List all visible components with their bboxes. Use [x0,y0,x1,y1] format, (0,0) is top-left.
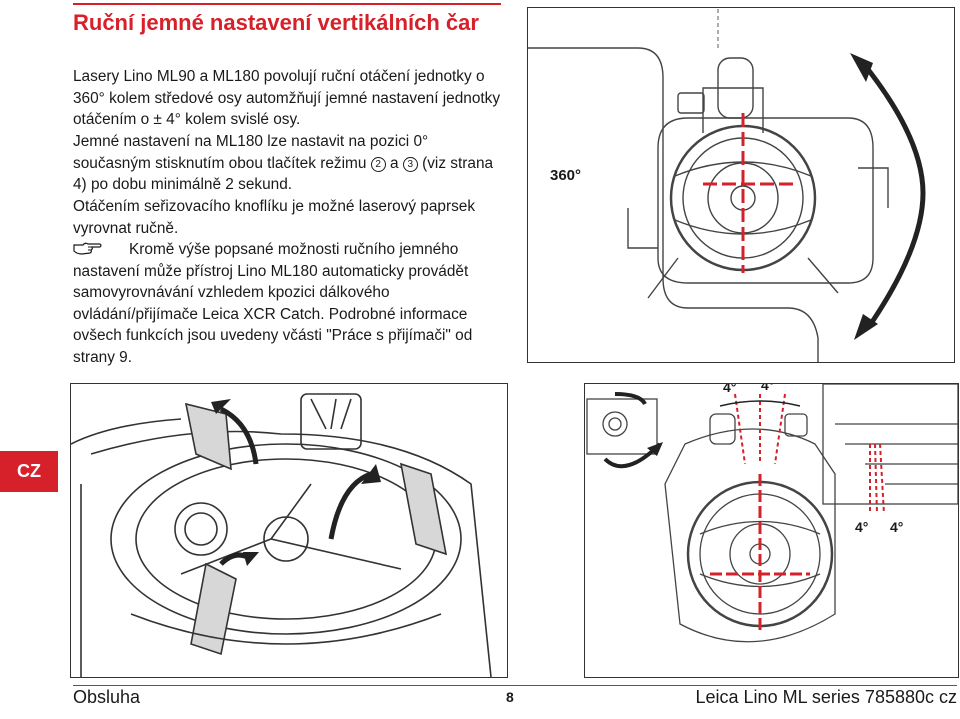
footer-product: Leica Lino ML series 785880c cz [695,687,957,707]
language-tab: CZ [0,451,58,492]
top-rule [73,3,501,5]
note-text: Kromě výše popsané možnosti ručního jemn… [73,241,473,366]
figure-360-rotation: 360° [527,7,955,363]
button-2-ref: 2 [370,156,386,172]
knob-paragraph: Otáčením seřizovacího knoflíku je možné … [73,198,476,237]
intro-paragraph: Lasery Lino ML90 a ML180 povolují ruční … [73,68,501,129]
page-title: Ruční jemné nastavení vertikálních čar [73,10,479,35]
label-4deg-bottom-right: 4° [890,519,903,535]
reset-text-a: Jemné nastavení na ML180 lze nastavit na… [73,133,429,172]
label-4deg-top-right: 4° [761,384,774,393]
page-number: 8 [506,689,514,705]
button-3-ref: 3 [402,156,418,172]
label-360: 360° [550,167,581,184]
knob-drawing [71,393,492,677]
laser-top-view-drawing: 360° [528,8,926,362]
footer-section: Obsluha [73,687,141,707]
label-4deg-top-left: 4° [723,384,736,395]
fine-adjust-drawing: 4° 4° 4° 4° [586,384,958,643]
footer-rule [73,685,957,686]
reset-paragraph: Jemné nastavení na ML180 lze nastavit na… [73,131,505,196]
note-paragraph: Kromě výše popsané možnosti ručního jemn… [73,239,505,369]
figure-4-degree: 4° 4° 4° 4° [584,383,959,678]
and-word: a [389,154,399,172]
label-4deg-bottom-left: 4° [855,519,868,535]
reset-text-b: (viz strana 4) po dobu minimálně 2 sekun… [73,154,494,194]
figure-knob-detail [70,383,508,678]
pointing-hand-icon [73,242,102,255]
